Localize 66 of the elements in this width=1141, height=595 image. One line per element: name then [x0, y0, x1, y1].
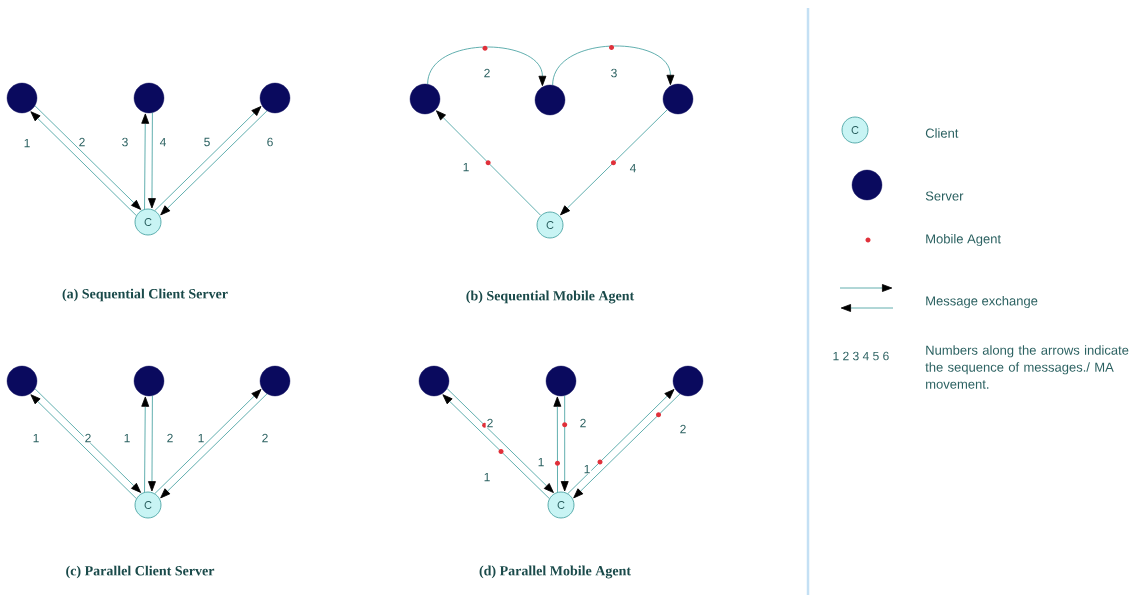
panel-caption: (a) Sequential Client Server	[62, 288, 228, 302]
panel-caption: (d) Parallel Mobile Agent	[479, 565, 631, 579]
server-circle	[672, 365, 704, 397]
arrow	[34, 388, 142, 493]
server-circle	[6, 365, 38, 397]
arrow	[34, 105, 142, 210]
edge-label: 2	[482, 67, 492, 79]
edge-label: 4	[628, 162, 638, 174]
panel-caption: (c) Parallel Client Server	[66, 565, 215, 579]
arrow	[30, 111, 137, 216]
server-circle	[418, 365, 450, 397]
edge-label: 2	[678, 423, 688, 435]
edge-label: 1	[536, 456, 546, 468]
arrow	[552, 44, 675, 86]
legend-text: Client	[925, 128, 959, 138]
arrow	[148, 112, 156, 209]
arrow	[30, 394, 137, 499]
arrow	[567, 389, 675, 494]
arrow	[427, 45, 547, 87]
panel-caption: (b) Sequential Mobile Agent	[466, 290, 635, 304]
edge-label: 1	[22, 137, 32, 149]
edge-label: 2	[165, 432, 175, 444]
server-circle	[662, 83, 694, 115]
edge-label: 1	[461, 161, 471, 173]
edge-label: 3	[609, 67, 619, 79]
arrow	[160, 393, 268, 499]
server-circle	[133, 82, 165, 114]
arrow	[160, 110, 268, 216]
arrow	[442, 394, 550, 499]
server-circle	[545, 365, 577, 397]
edge-label: 1	[482, 471, 492, 483]
arrow	[446, 388, 554, 493]
arrow	[141, 396, 150, 493]
edge-label: 2	[485, 417, 495, 429]
edge-label: 6	[265, 136, 275, 148]
edge-label: 1	[582, 463, 592, 475]
arrow	[154, 106, 262, 211]
edge-label: 2	[77, 136, 87, 148]
arrow	[573, 393, 681, 499]
arrow	[154, 389, 262, 494]
legend-text: Mobile Agent	[926, 233, 1001, 247]
arrow	[148, 395, 156, 492]
edge-label: 1	[31, 432, 41, 444]
edge-label: 3	[120, 136, 130, 148]
arrow	[553, 396, 562, 493]
server-circle	[259, 365, 291, 397]
server-circle	[534, 84, 566, 116]
edge-label: 2	[83, 432, 93, 444]
edge-label: 1	[196, 432, 206, 444]
edge-label: 1	[122, 432, 132, 444]
arrow	[560, 395, 569, 492]
legend-text: Server	[925, 191, 964, 201]
edge-label: 4	[158, 136, 168, 148]
legend-text: Numbers along the arrows indicate the sequence of messages./ MA movement.	[925, 345, 1129, 389]
edge-label: 5	[202, 136, 212, 148]
server-circle	[6, 82, 38, 114]
edge-label: 2	[578, 417, 588, 429]
arrow	[141, 113, 150, 210]
server-circle	[133, 365, 165, 397]
edge-label: 2	[260, 432, 270, 444]
arrow	[560, 109, 668, 216]
server-circle	[259, 82, 291, 114]
number-sequence: 1 2 3 4 5 6	[833, 351, 889, 361]
legend-text: Message exchange	[926, 295, 1038, 309]
arrow	[436, 110, 542, 216]
server-circle	[409, 83, 441, 115]
